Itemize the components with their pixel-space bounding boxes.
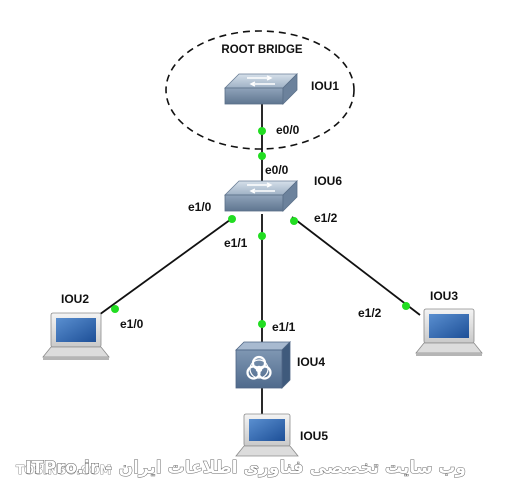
switch-iou1-icon[interactable] <box>224 73 298 105</box>
iou2-label: IOU2 <box>61 292 89 306</box>
link-iou6-iou3 <box>291 216 421 316</box>
port-label-iou2-e1-0: e1/0 <box>120 317 144 331</box>
watermark-left: TOSINSO.COM <box>16 463 112 477</box>
iou3-label: IOU3 <box>430 289 458 303</box>
iou1-label: IOU1 <box>311 79 339 93</box>
port-dot-iou1-e0-0 <box>258 127 266 135</box>
iou4-label: IOU4 <box>297 355 325 369</box>
root-bridge-boundary <box>165 30 355 150</box>
root-bridge-label: ROOT BRIDGE <box>221 44 302 56</box>
port-dot-iou6-e1-2 <box>290 217 298 225</box>
port-label-iou1-e0-0: e0/0 <box>276 123 300 137</box>
port-label-iou6-e1-1: e1/1 <box>224 236 248 250</box>
port-dot-iou6-e0-0 <box>258 152 266 160</box>
iou6-label: IOU6 <box>314 174 342 188</box>
laptop-iou5-icon[interactable] <box>235 413 299 457</box>
port-label-iou4-e1-1: e1/1 <box>272 320 296 334</box>
port-label-iou6-e1-2: e1/2 <box>314 211 338 225</box>
laptop-iou2-icon[interactable] <box>42 312 110 360</box>
port-label-iou6-e1-0: e1/0 <box>188 200 212 214</box>
watermark-right: ITPro.ir - وب سایت تخصصی فناوری اطلاعات … <box>25 458 466 478</box>
laptop-iou3-icon[interactable] <box>415 308 483 356</box>
port-dots <box>111 127 410 328</box>
switch-iou6-icon[interactable] <box>224 180 298 212</box>
biohazard-icon <box>246 355 272 380</box>
iou5-label: IOU5 <box>300 429 328 443</box>
port-dot-iou4-e1-1 <box>258 320 266 328</box>
port-dot-iou3-e1-2 <box>402 302 410 310</box>
port-label-iou3-e1-2: e1/2 <box>358 306 382 320</box>
port-label-iou6-e0-0: e0/0 <box>265 163 289 177</box>
port-dot-iou6-e1-0 <box>228 215 236 223</box>
port-dot-iou6-e1-1 <box>258 232 266 240</box>
firewall-iou4-icon[interactable] <box>235 341 291 389</box>
port-dot-iou2-e1-0 <box>111 305 119 313</box>
link-iou6-iou2 <box>91 216 235 321</box>
